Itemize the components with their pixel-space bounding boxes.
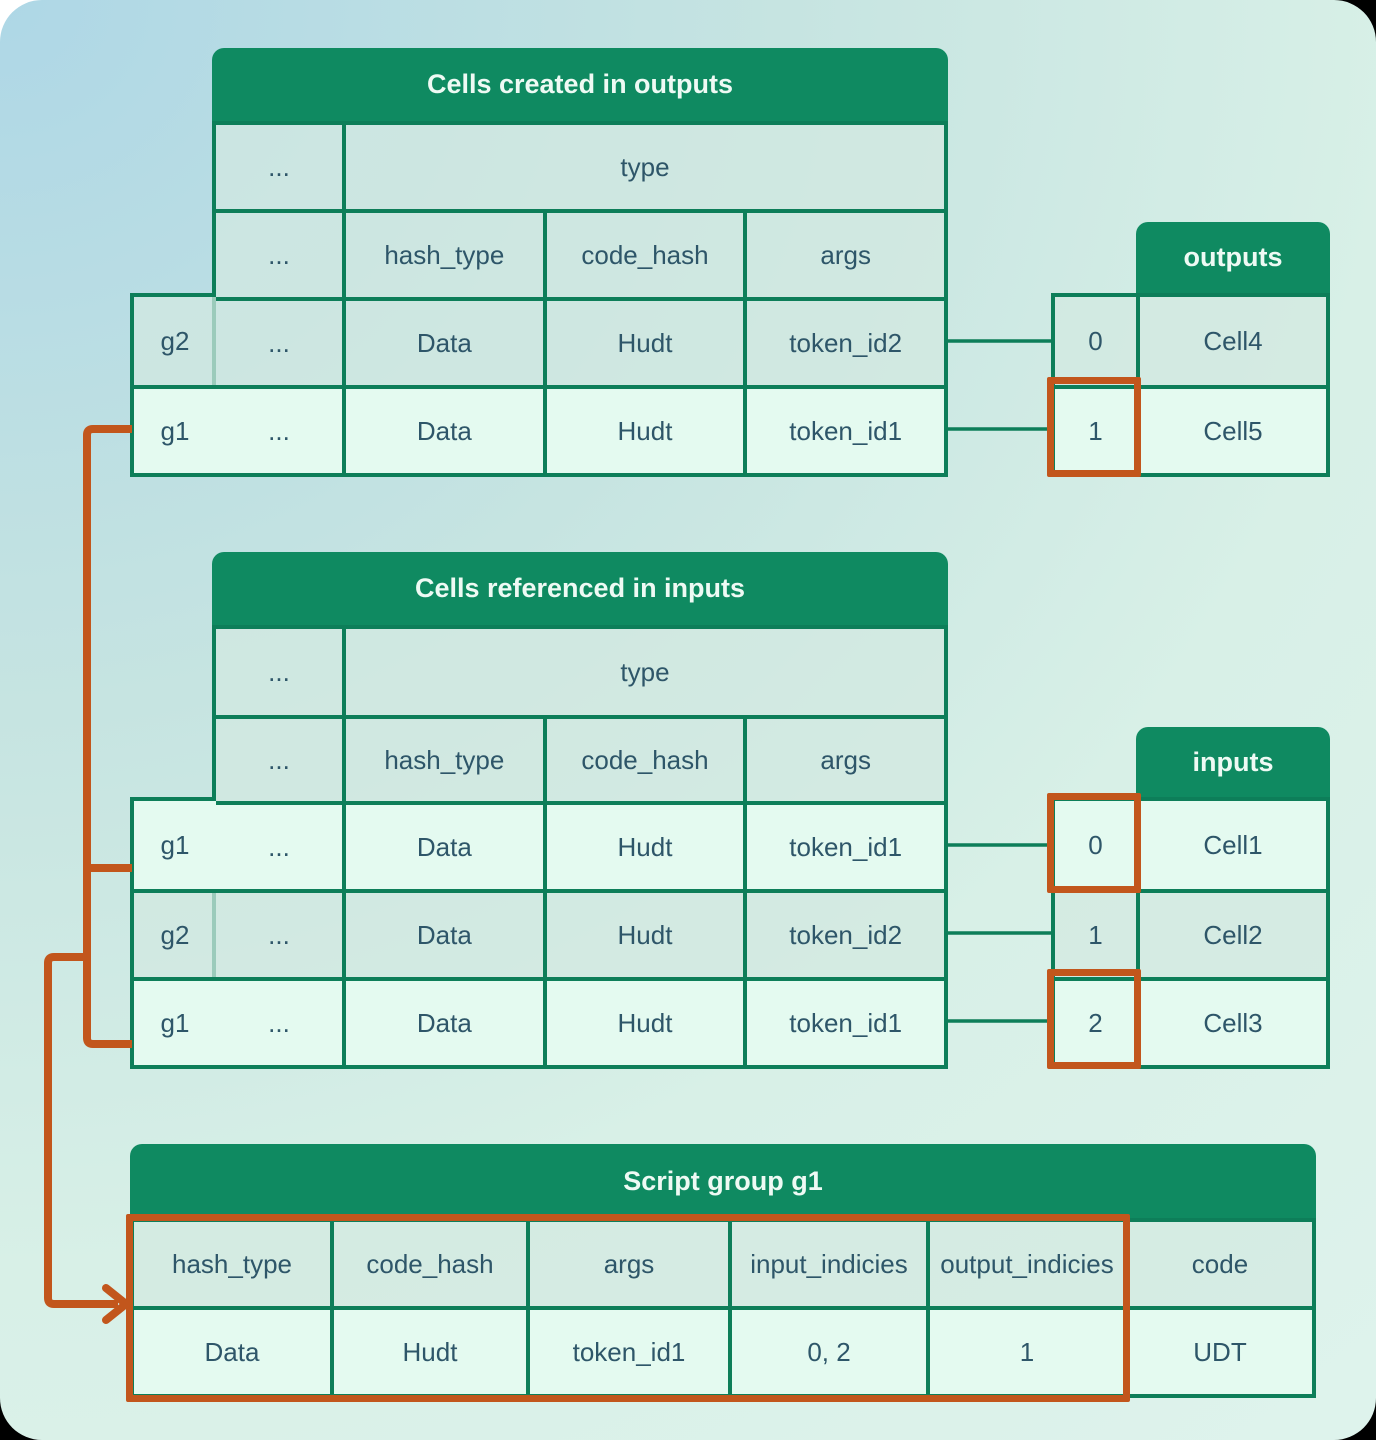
script-col-args: args [526,1222,728,1306]
top-table-col-code-hash: code_hash [542,209,744,297]
script-value-output-indicies: 1 [926,1306,1124,1394]
script-value-code-hash: Hudt [330,1306,526,1394]
middle-table-group-column: g1 g2 g1 [130,797,216,1069]
middle-table-type-header: type [342,629,944,715]
top-table-cell-dots: ... [216,209,342,297]
middle-table-col-code-hash: code_hash [542,715,744,801]
middle-table-cell-dots: ... [216,629,342,715]
table-row-cell: Data [342,977,543,1065]
table-row-cell: Hudt [542,297,744,385]
table-row-cell: Data [342,297,543,385]
output-cell: Cell4 [1136,297,1326,385]
table-row-cell: Data [342,801,543,889]
group-label-g2: g2 [134,889,216,977]
input-index: 2 [1055,977,1136,1065]
group-label-g2: g2 [134,297,216,385]
output-cell: Cell5 [1136,385,1326,473]
script-group-title: Script group g1 [623,1165,823,1196]
top-table-header: Cells created in outputs [212,48,948,121]
highlight-box-output-index-1 [1047,377,1141,477]
script-col-hash-type: hash_type [134,1222,330,1306]
table-row-cell: Hudt [542,977,744,1065]
table-row-cell: Data [342,385,543,473]
table-row-cell: ... [216,801,342,889]
middle-table-col-hash-type: hash_type [342,715,543,801]
table-row-cell: Data [342,889,543,977]
script-value-input-indicies: 0, 2 [728,1306,926,1394]
script-value-code: UDT [1124,1306,1312,1394]
middle-table-col-args: args [743,715,944,801]
script-group-header: Script group g1 [130,1144,1316,1218]
table-row-cell: token_id1 [743,385,944,473]
middle-table-title: Cells referenced in inputs [414,573,746,603]
outputs-panel-title: outputs [1183,242,1283,272]
inputs-panel-header: inputs [1136,727,1330,797]
top-table-cell-dots: ... [216,125,342,209]
inputs-panel: 0 Cell1 1 Cell2 2 Cell3 [1051,797,1330,1069]
table-row-cell: Hudt [542,385,744,473]
script-col-code-hash: code_hash [330,1222,526,1306]
table-row-cell: ... [216,385,342,473]
orange-g1-connector [44,425,132,1324]
outputs-panel: 0 Cell4 1 Cell5 [1051,293,1330,477]
script-col-input-indicies: input_indicies [728,1222,926,1306]
table-row-cell: token_id2 [743,297,944,385]
top-table: ... type ... hash_type code_hash args ..… [212,121,948,477]
output-index: 1 [1055,385,1136,473]
script-group-table: hash_type code_hash args input_indicies … [130,1218,1316,1398]
group-label-g1: g1 [134,385,216,473]
highlight-box-input-index-2 [1047,969,1141,1069]
table-row-cell: token_id1 [743,977,944,1065]
highlight-box-input-index-0 [1047,793,1141,893]
table-row-cell: ... [216,977,342,1065]
script-col-code: code [1124,1222,1312,1306]
table-row-cell: ... [216,889,342,977]
input-index: 0 [1055,801,1136,889]
top-table-col-hash-type: hash_type [342,209,543,297]
input-index: 1 [1055,889,1136,977]
middle-table: ... type ... hash_type code_hash args ..… [212,625,948,1069]
middle-table-cell-dots: ... [216,715,342,801]
table-row-cell: token_id2 [743,889,944,977]
table-row-cell: token_id1 [743,801,944,889]
middle-table-header: Cells referenced in inputs [212,552,948,625]
group-label-g1: g1 [134,801,216,889]
output-index: 0 [1055,297,1136,385]
group-label-g1: g1 [134,977,216,1065]
table-row-cell: Hudt [542,889,744,977]
inputs-panel-title: inputs [1192,746,1274,777]
arrow-head-icon [102,1284,130,1324]
input-cell: Cell2 [1136,889,1326,977]
top-table-col-args: args [743,209,944,297]
table-row-cell: Hudt [542,801,744,889]
input-cell: Cell1 [1136,801,1326,889]
script-col-output-indicies: output_indicies [926,1222,1124,1306]
top-table-title: Cells created in outputs [426,69,734,99]
highlight-box-script-group-columns [126,1214,1130,1402]
table-row-cell: ... [216,297,342,385]
script-value-hash-type: Data [134,1306,330,1394]
top-table-type-header: type [342,125,944,209]
top-table-group-column: g2 g1 [130,293,216,477]
green-link-lines [948,339,1053,1023]
input-cell: Cell3 [1136,977,1326,1065]
outputs-panel-header: outputs [1136,222,1330,293]
script-value-args: token_id1 [526,1306,728,1394]
